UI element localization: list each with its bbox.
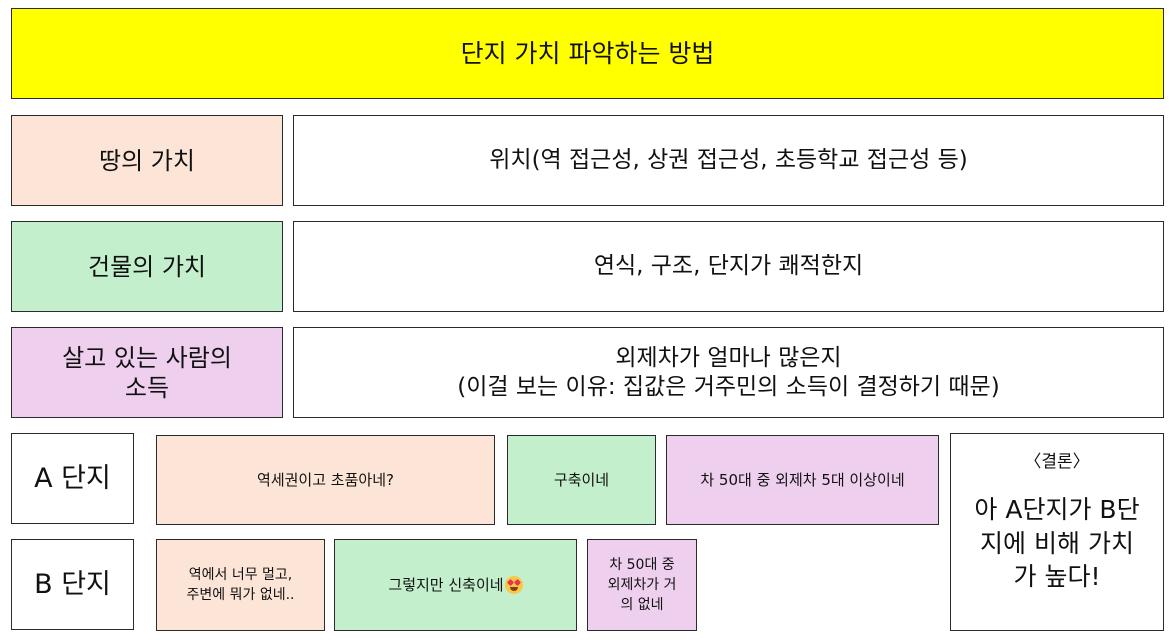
unit-a-building-note: 구축이네 xyxy=(507,435,656,525)
land-value-content: 위치(역 접근성, 상권 접근성, 초등학교 접근성 등) xyxy=(293,115,1164,206)
diagram-title: 단지 가치 파악하는 방법 xyxy=(11,8,1164,99)
income-value-label: 살고 있는 사람의 소득 xyxy=(11,327,283,418)
income-value-content: 외제차가 얼마나 많은지 (이걸 보는 이유: 집값은 거주민의 소득이 결정하… xyxy=(293,327,1164,418)
unit-a-land-note: 역세권이고 초품아네? xyxy=(156,435,495,525)
conclusion-heading: 〈결론〉 xyxy=(1024,452,1090,472)
building-value-content: 연식, 구조, 단지가 쾌적한지 xyxy=(293,221,1164,312)
star-struck-emoji-icon xyxy=(504,576,523,594)
unit-a-label: A 단지 xyxy=(11,433,134,524)
unit-b-label: B 단지 xyxy=(11,539,134,630)
unit-b-building-text: 그렇지만 신축이네 xyxy=(388,575,504,594)
land-value-label: 땅의 가치 xyxy=(11,115,283,206)
unit-b-land-note: 역에서 너무 멀고, 주변에 뭐가 없네.. xyxy=(156,539,325,631)
unit-b-building-note: 그렇지만 신축이네 xyxy=(334,539,577,631)
unit-b-income-note: 차 50대 중 외제차가 거 의 없네 xyxy=(587,539,697,631)
unit-a-income-note: 차 50대 중 외제차 5대 이상이네 xyxy=(666,435,939,525)
conclusion-body: 아 A단지가 B단 지에 비해 가치 가 높다! xyxy=(974,495,1140,591)
building-value-label: 건물의 가치 xyxy=(11,221,283,312)
conclusion-box: 〈결론〉 아 A단지가 B단 지에 비해 가치 가 높다! xyxy=(950,433,1164,631)
